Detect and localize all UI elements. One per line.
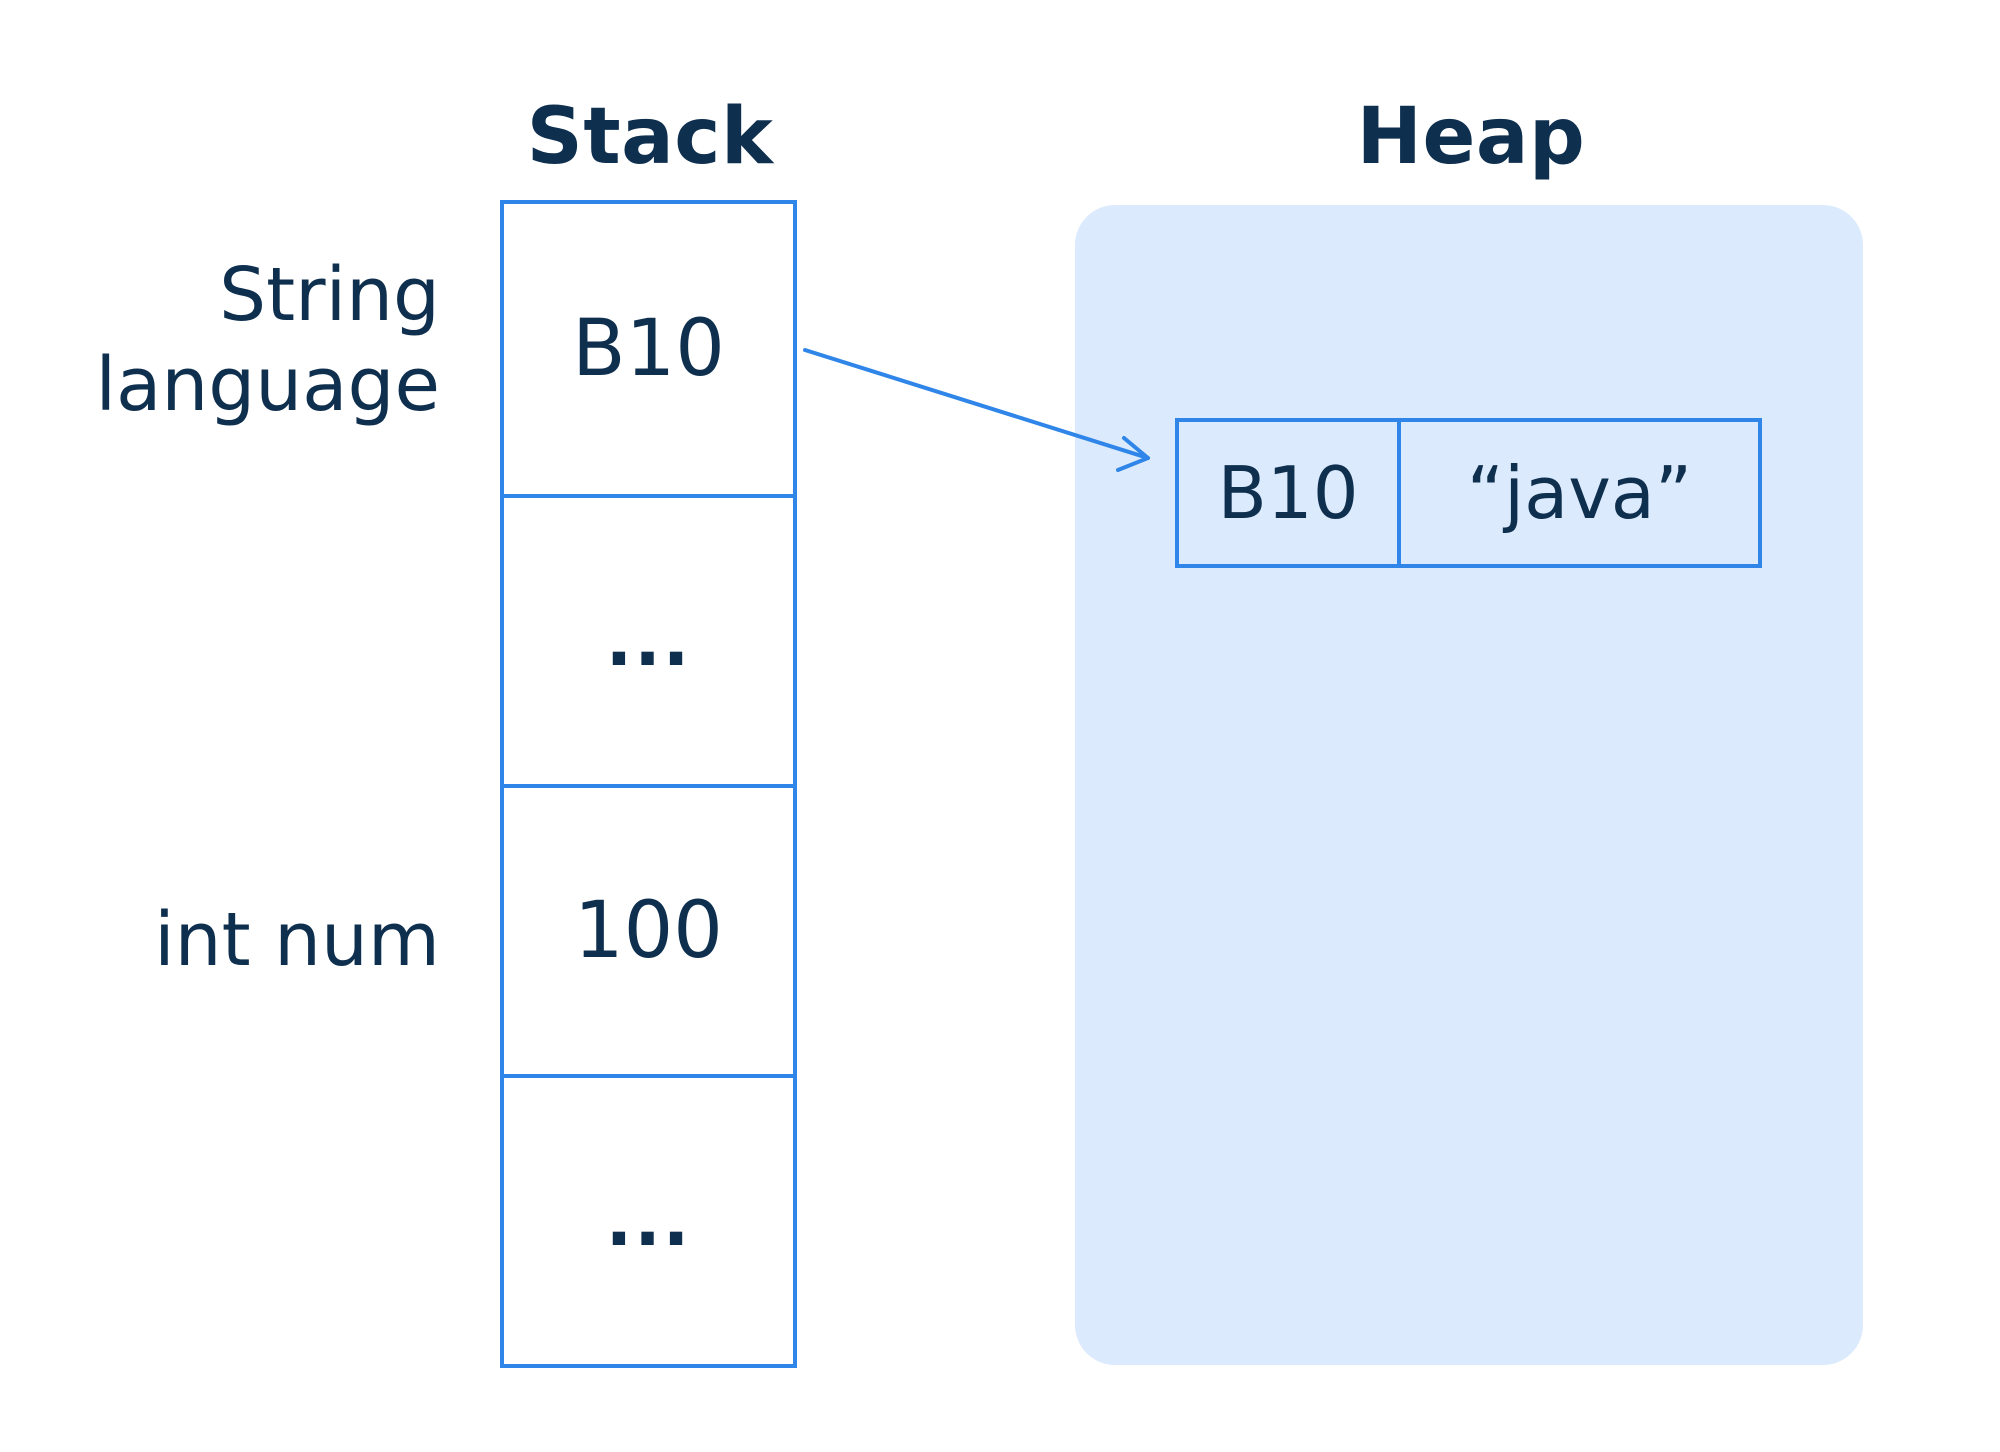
heap-area [1075, 205, 1863, 1365]
stack-column: B10 ... 100 ... [500, 200, 797, 1368]
stack-cell-reference: B10 [572, 304, 725, 394]
heap-entry-value: “java” [1466, 451, 1693, 535]
stack-cell-ellipsis-1: ... [504, 494, 793, 784]
heap-entry: B10 “java” [1175, 418, 1762, 568]
stack-label-string-type: String [219, 252, 440, 338]
heap-entry-address: B10 [1179, 422, 1401, 564]
stack-cell-ellipsis-2: ... [504, 1074, 793, 1364]
stack-label-int-num: int num [154, 897, 440, 983]
stack-cell-int-value: 100 [504, 784, 793, 1074]
heap-title: Heap [1356, 92, 1586, 182]
stack-title: Stack [526, 92, 774, 182]
stack-label-string-name: language [95, 342, 440, 429]
stack-label-string-language: String language [95, 250, 440, 431]
